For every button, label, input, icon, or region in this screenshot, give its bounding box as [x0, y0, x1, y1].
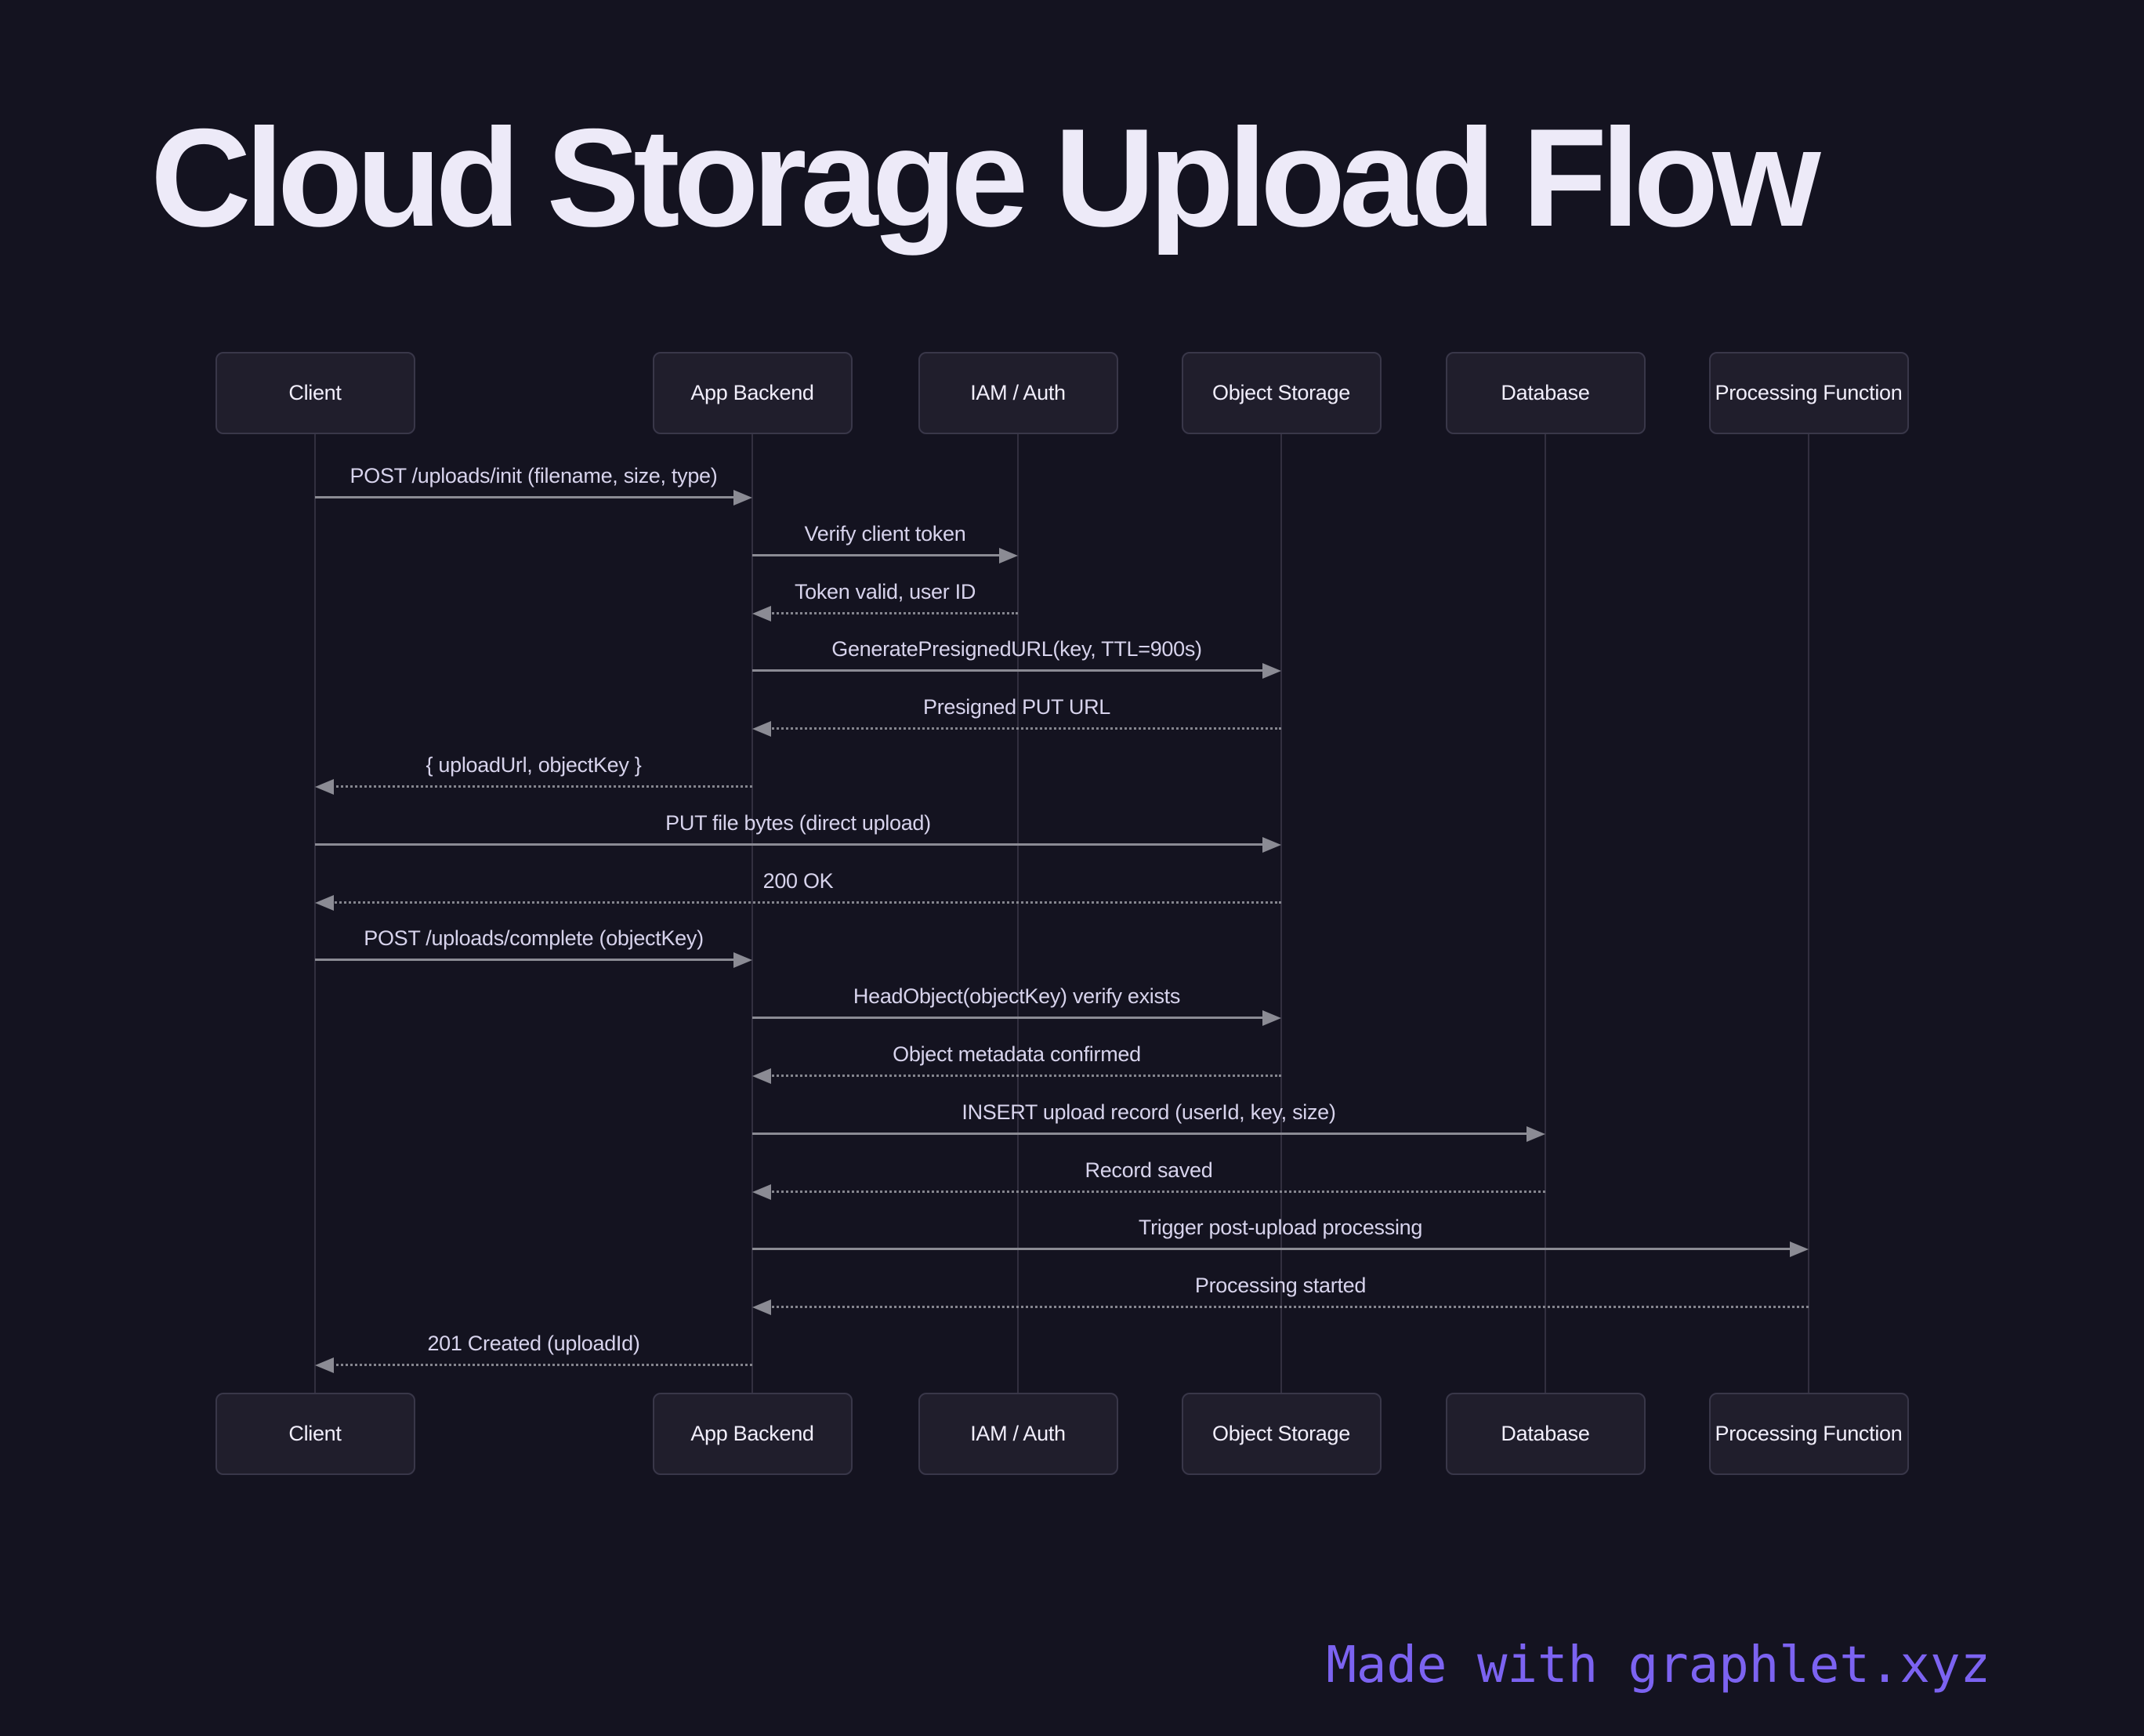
message-arrowhead-icon — [315, 779, 334, 795]
actor-box-app-backend-bottom: App Backend — [652, 1393, 853, 1475]
message-label: Processing started — [1194, 1274, 1367, 1297]
diagram-title: Cloud Storage Upload Flow — [150, 100, 1821, 256]
actor-box-iam-auth-top: IAM / Auth — [918, 352, 1118, 434]
actor-box-client-top: Client — [215, 352, 415, 434]
actor-box-app-backend-top: App Backend — [652, 352, 853, 434]
actor-box-processing-function-top: Processing Function — [1708, 352, 1909, 434]
message-line — [768, 1075, 1281, 1077]
actor-box-object-storage-top: Object Storage — [1181, 352, 1382, 434]
message-line — [752, 669, 1266, 672]
message-arrowhead-icon — [1790, 1241, 1809, 1257]
message-arrowhead-icon — [1262, 663, 1281, 679]
message-arrowhead-icon — [315, 895, 334, 911]
message-line — [331, 785, 752, 788]
actor-box-client-bottom: Client — [215, 1393, 415, 1475]
message-line — [331, 901, 1281, 904]
message-line — [768, 612, 1018, 614]
message-arrowhead-icon — [1527, 1126, 1545, 1142]
message-line — [752, 1248, 1793, 1250]
message-line — [768, 1191, 1545, 1193]
message-line — [752, 1017, 1266, 1019]
message-line — [315, 843, 1266, 846]
message-arrowhead-icon — [1262, 837, 1281, 853]
message-arrowhead-icon — [999, 548, 1018, 564]
message-label: Presigned PUT URL — [922, 695, 1110, 719]
message-label: 201 Created (uploadId) — [427, 1332, 640, 1355]
message-arrowhead-icon — [1262, 1010, 1281, 1026]
message-label: POST /uploads/init (filename, size, type… — [349, 464, 718, 487]
lifeline-iam-auth — [1017, 434, 1019, 1393]
message-label: GeneratePresignedURL(key, TTL=900s) — [831, 637, 1202, 661]
message-line — [315, 496, 737, 498]
lifeline-app-backend — [751, 434, 753, 1393]
message-label: Verify client token — [804, 522, 966, 545]
footer-credit: Made with graphlet.xyz — [1326, 1636, 1990, 1694]
message-line — [752, 1133, 1530, 1135]
message-label: POST /uploads/complete (objectKey) — [364, 926, 704, 950]
message-arrowhead-icon — [752, 1068, 771, 1084]
message-label: { uploadUrl, objectKey } — [426, 753, 642, 777]
message-label: Trigger post-upload processing — [1138, 1216, 1423, 1239]
message-line — [768, 1306, 1809, 1308]
message-label: Object metadata confirmed — [893, 1042, 1141, 1066]
message-arrowhead-icon — [733, 490, 752, 506]
message-arrowhead-icon — [752, 1299, 771, 1315]
message-arrowhead-icon — [752, 721, 771, 737]
message-label: Token valid, user ID — [794, 580, 976, 603]
actor-box-database-bottom: Database — [1445, 1393, 1646, 1475]
message-label: HeadObject(objectKey) verify exists — [853, 984, 1181, 1008]
lifeline-object-storage — [1280, 434, 1282, 1393]
message-label: Record saved — [1085, 1158, 1213, 1182]
message-arrowhead-icon — [733, 952, 752, 968]
actor-box-processing-function-bottom: Processing Function — [1708, 1393, 1909, 1475]
actor-box-object-storage-bottom: Object Storage — [1181, 1393, 1382, 1475]
message-arrowhead-icon — [315, 1357, 334, 1373]
lifeline-processing-function — [1808, 434, 1809, 1393]
message-label: INSERT upload record (userId, key, size) — [962, 1100, 1336, 1124]
actor-box-database-top: Database — [1445, 352, 1646, 434]
message-arrowhead-icon — [752, 606, 771, 622]
message-line — [752, 554, 1002, 556]
message-line — [331, 1364, 752, 1366]
lifeline-client — [314, 434, 316, 1393]
message-arrowhead-icon — [752, 1184, 771, 1200]
lifeline-database — [1545, 434, 1546, 1393]
actor-box-iam-auth-bottom: IAM / Auth — [918, 1393, 1118, 1475]
message-line — [768, 727, 1281, 730]
message-label: PUT file bytes (direct upload) — [665, 811, 931, 835]
message-line — [315, 959, 737, 961]
message-label: 200 OK — [762, 869, 834, 893]
